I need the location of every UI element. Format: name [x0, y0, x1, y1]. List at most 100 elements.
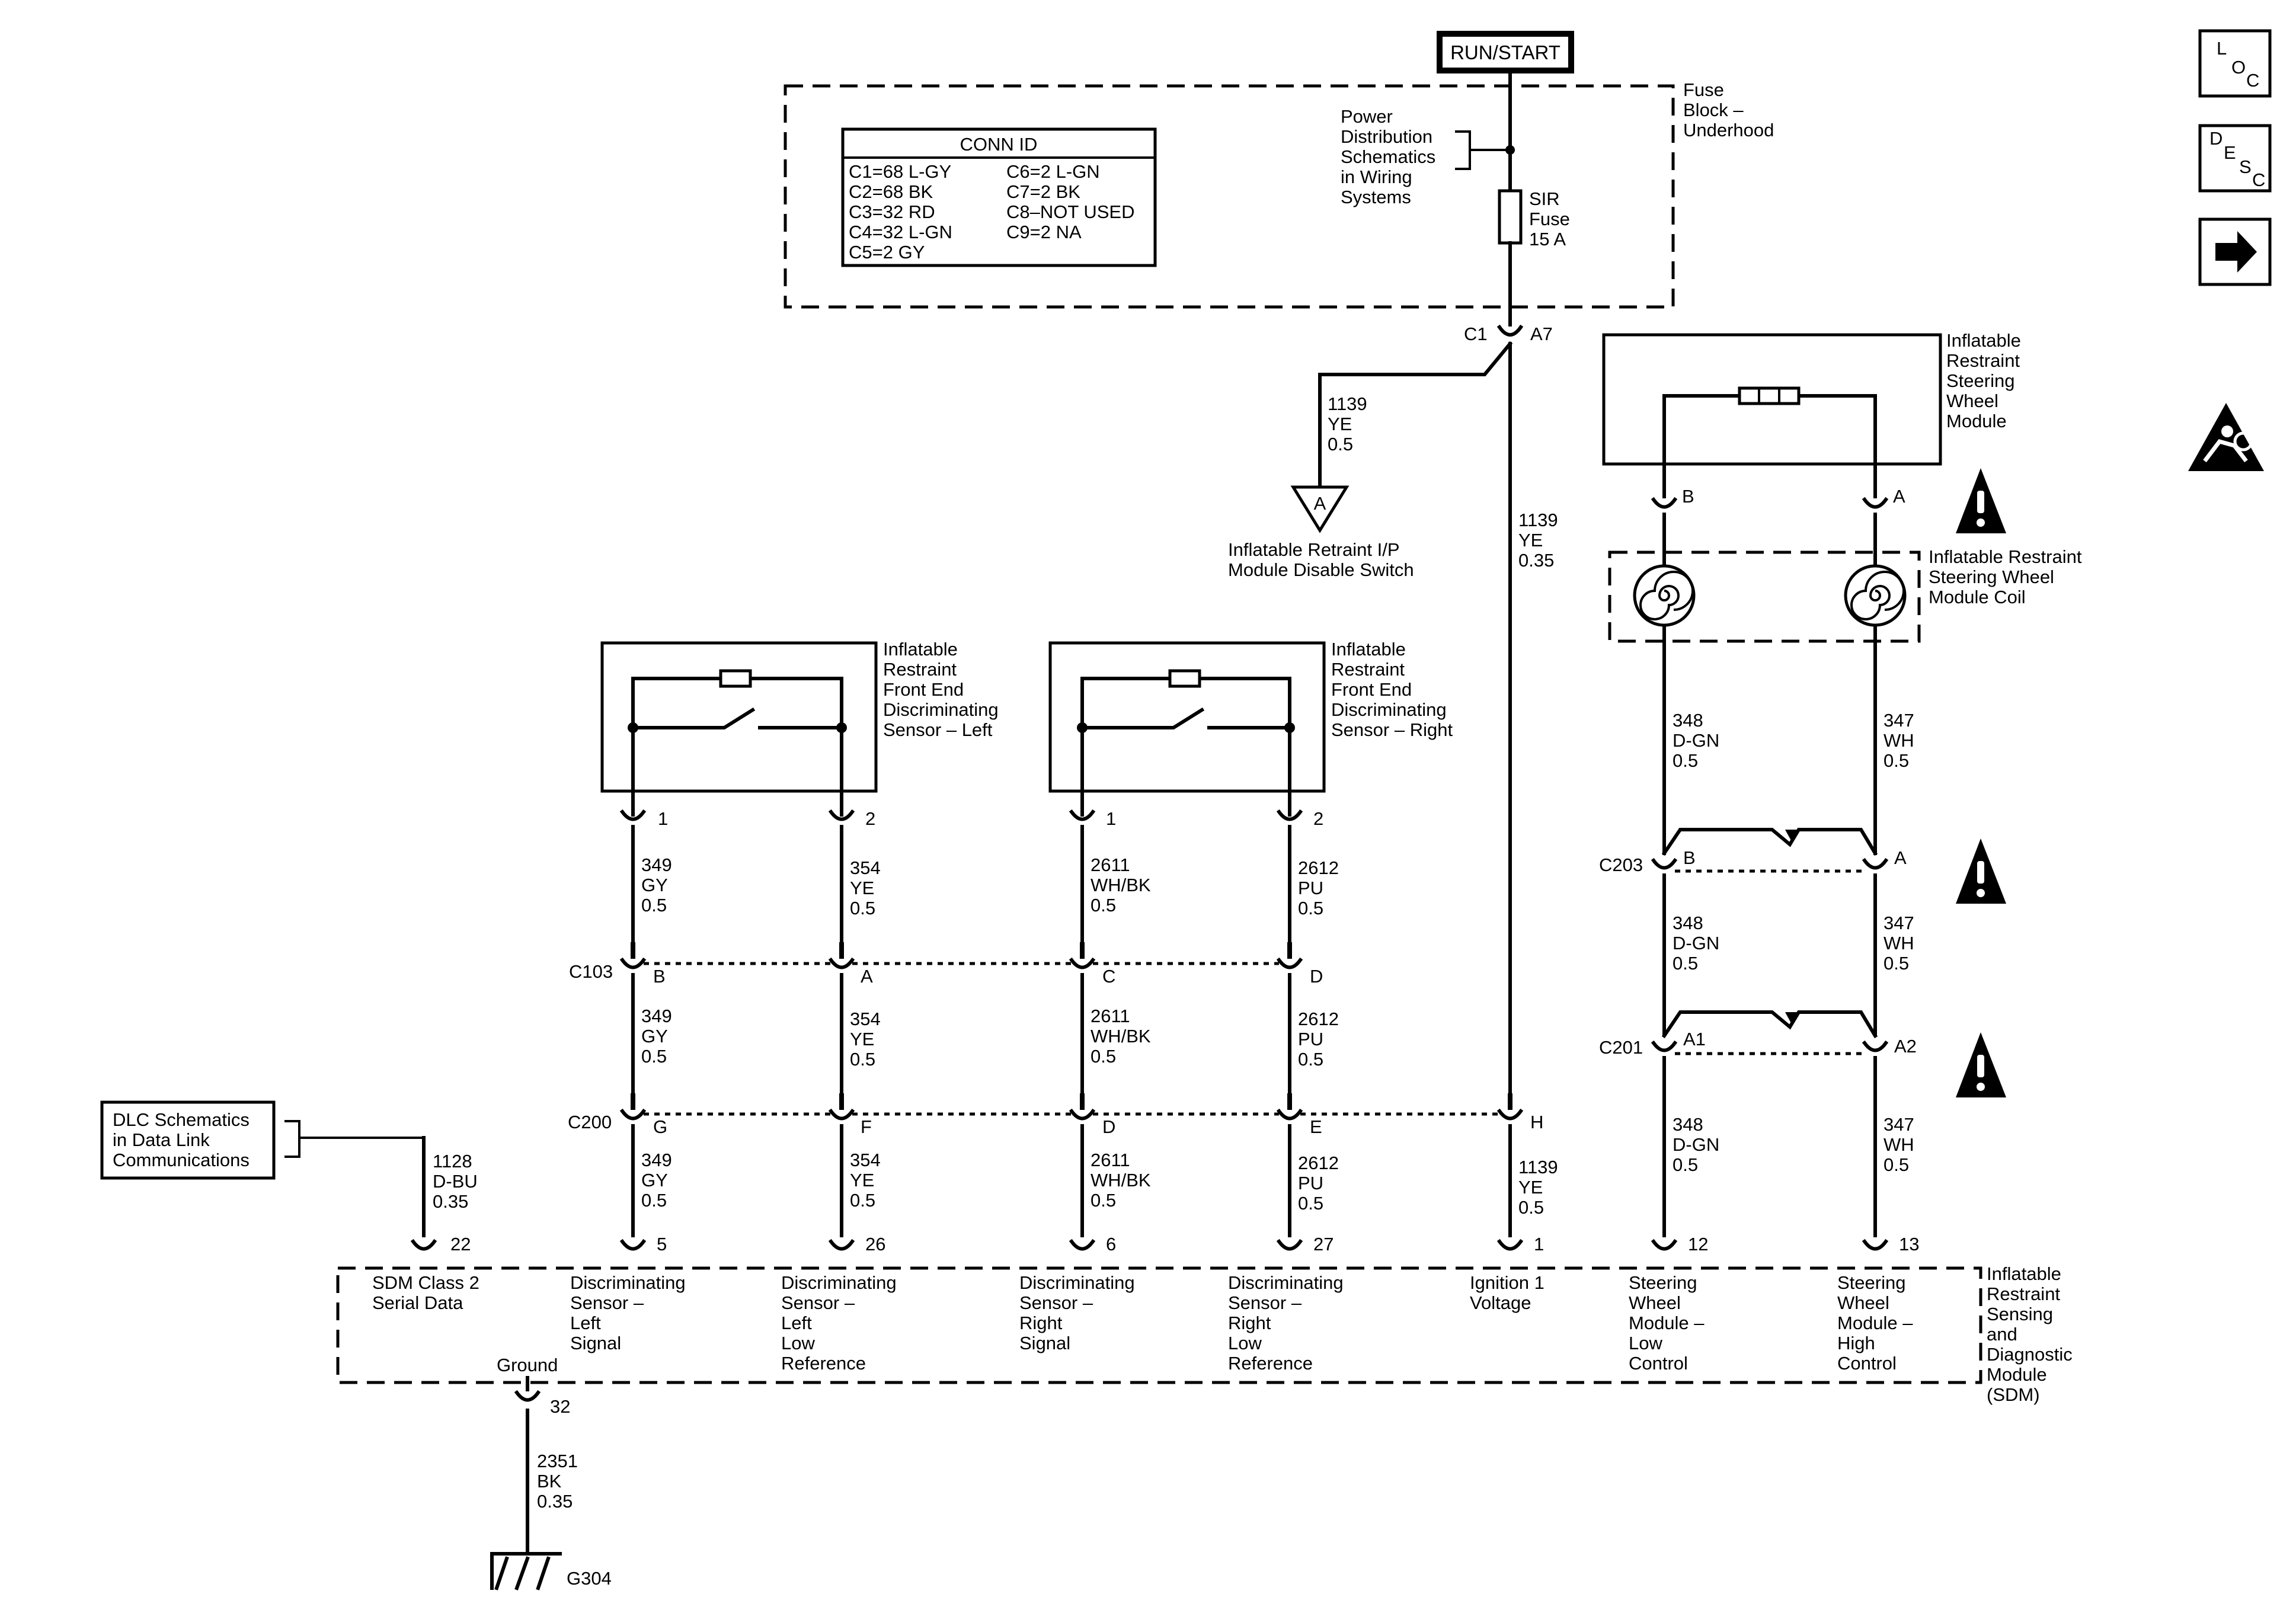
disable-switch-label: Inflatable Retraint I/P Module Disable S…	[1228, 539, 1414, 580]
sdm-terminal-ignition: Ignition 1 Voltage	[1470, 1272, 1544, 1313]
c1-label: C1	[1464, 324, 1488, 344]
wire-354-label-2: 354 YE 0.5	[850, 1009, 881, 1070]
svg-text:1139: 1139	[1328, 393, 1367, 414]
svg-text:L: L	[2217, 38, 2227, 59]
svg-text:C2=68 BK: C2=68 BK	[849, 181, 933, 202]
c203-label: C203	[1599, 854, 1643, 875]
svg-text:349: 349	[641, 854, 672, 875]
wire-348-label-1: 348 D-GN 0.5	[1673, 710, 1719, 771]
c103-pin-a: A	[861, 966, 873, 987]
svg-text:PU: PU	[1298, 878, 1323, 898]
sdm-pin-26: 26	[865, 1234, 885, 1254]
svg-text:0.5: 0.5	[1518, 1197, 1544, 1218]
fuse-block-label: Fuse Block – Underhood	[1683, 79, 1774, 140]
svg-text:0.5: 0.5	[850, 1049, 875, 1070]
sensor-right-resistor-icon	[1168, 669, 1201, 688]
svg-text:Right: Right	[1228, 1313, 1271, 1333]
ground-icon	[490, 1552, 562, 1590]
svg-text:C8–NOT USED: C8–NOT USED	[1006, 201, 1135, 222]
wire-349-label-1: 349 GY 0.5	[641, 854, 672, 916]
c103-label: C103	[569, 961, 613, 982]
svg-text:0.5: 0.5	[1091, 895, 1116, 916]
svg-text:GY: GY	[641, 1026, 668, 1046]
svg-text:WH/BK: WH/BK	[1091, 1170, 1151, 1190]
svg-text:Schematics: Schematics	[1341, 146, 1435, 167]
svg-text:Sensor – Left: Sensor – Left	[883, 719, 993, 740]
next-arrow-button[interactable]	[2198, 217, 2272, 286]
sir-fuse-label: SIR Fuse 15 A	[1529, 188, 1570, 249]
svg-text:C5=2 GY: C5=2 GY	[849, 242, 925, 263]
svg-text:CONN ID: CONN ID	[960, 134, 1038, 155]
svg-text:Communications: Communications	[113, 1150, 250, 1170]
svg-text:YE: YE	[1518, 530, 1543, 551]
description-button[interactable]: D E S C	[2198, 124, 2272, 193]
ignition-wire-label: 1139 YE 0.35	[1518, 510, 1558, 571]
svg-text:O: O	[2231, 57, 2246, 78]
svg-text:Module: Module	[1946, 411, 2007, 431]
power-distribution-label: Power Distribution Schematics in Wiring …	[1341, 106, 1435, 207]
svg-text:348: 348	[1673, 1114, 1703, 1135]
wire-2612-label-2: 2612 PU 0.5	[1298, 1009, 1339, 1070]
svg-text:Block –: Block –	[1683, 100, 1744, 120]
svg-text:2612: 2612	[1298, 857, 1339, 878]
svg-text:Discriminating: Discriminating	[1228, 1272, 1344, 1293]
location-button[interactable]: L O C	[2198, 29, 2272, 98]
svg-text:Wheel: Wheel	[1837, 1292, 1889, 1313]
svg-text:349: 349	[641, 1150, 672, 1170]
svg-text:E: E	[2224, 142, 2236, 163]
svg-text:Left: Left	[781, 1313, 812, 1333]
c200-pin-f: F	[861, 1116, 872, 1137]
wire-354-label-3: 354 YE 0.5	[850, 1150, 881, 1211]
svg-text:0.5: 0.5	[1673, 953, 1698, 974]
svg-text:Steering: Steering	[1629, 1272, 1697, 1293]
svg-text:Power: Power	[1341, 106, 1393, 127]
disable-switch-flag: A	[1290, 485, 1350, 533]
svg-text:Discriminating: Discriminating	[883, 699, 999, 720]
svg-text:DLC Schematics: DLC Schematics	[113, 1109, 250, 1130]
warning-icon-c201	[1956, 1032, 2006, 1097]
svg-text:in Wiring: in Wiring	[1341, 167, 1412, 187]
svg-text:SDM Class 2: SDM Class 2	[372, 1272, 479, 1293]
svg-text:C: C	[2252, 169, 2265, 190]
svg-text:C6=2 L-GN: C6=2 L-GN	[1006, 161, 1100, 182]
svg-text:0.5: 0.5	[1884, 953, 1909, 974]
svg-text:Control: Control	[1837, 1353, 1897, 1374]
svg-text:Ignition 1: Ignition 1	[1470, 1272, 1544, 1293]
sdm-pin-1: 1	[1534, 1234, 1544, 1254]
wire-2612-label-3: 2612 PU 0.5	[1298, 1153, 1339, 1214]
svg-text:0.35: 0.35	[1518, 550, 1554, 571]
svg-text:0.5: 0.5	[1884, 1154, 1909, 1175]
svg-text:Discriminating: Discriminating	[1019, 1272, 1135, 1293]
svg-text:354: 354	[850, 857, 881, 878]
svg-text:GY: GY	[641, 1170, 668, 1190]
svg-text:Restraint: Restraint	[883, 659, 957, 680]
sdm-terminal-right-low-ref: Discriminating Sensor – Right Low Refere…	[1228, 1272, 1344, 1374]
svg-text:Sensor – Right: Sensor – Right	[1331, 719, 1453, 740]
svg-text:348: 348	[1673, 913, 1703, 933]
svg-text:0.5: 0.5	[1091, 1190, 1116, 1211]
arrow-right-icon	[2215, 231, 2257, 273]
wire-2612-label-1: 2612 PU 0.5	[1298, 857, 1339, 918]
svg-text:0.35: 0.35	[537, 1491, 573, 1512]
steering-module-label: Inflatable Restraint Steering Wheel Modu…	[1946, 330, 2021, 431]
sdm-pin-32: 32	[550, 1396, 570, 1417]
wire-349-label-2: 349 GY 0.5	[641, 1006, 672, 1067]
svg-text:Fuse: Fuse	[1683, 79, 1724, 100]
wire-1128-label: 1128 D-BU 0.35	[433, 1151, 478, 1212]
svg-text:WH: WH	[1884, 730, 1914, 751]
svg-text:0.5: 0.5	[1298, 1049, 1323, 1070]
svg-text:Module Disable Switch: Module Disable Switch	[1228, 559, 1414, 580]
svg-text:Right: Right	[1019, 1313, 1063, 1333]
svg-text:Inflatable Restraint: Inflatable Restraint	[1929, 546, 2082, 567]
svg-text:Module Coil: Module Coil	[1929, 587, 2026, 607]
a7-label: A7	[1530, 324, 1553, 344]
sensor-left-pin-2: 2	[865, 808, 875, 829]
c103-pin-b: B	[653, 966, 666, 987]
svg-text:0.5: 0.5	[850, 1190, 875, 1211]
sensor-left-pin-1: 1	[658, 808, 668, 829]
svg-text:Discriminating: Discriminating	[781, 1272, 897, 1293]
svg-text:Discriminating: Discriminating	[1331, 699, 1447, 720]
svg-text:YE: YE	[850, 878, 874, 898]
c201-pin-a1: A1	[1683, 1029, 1706, 1049]
sensor-left-resistor-icon	[719, 669, 752, 688]
